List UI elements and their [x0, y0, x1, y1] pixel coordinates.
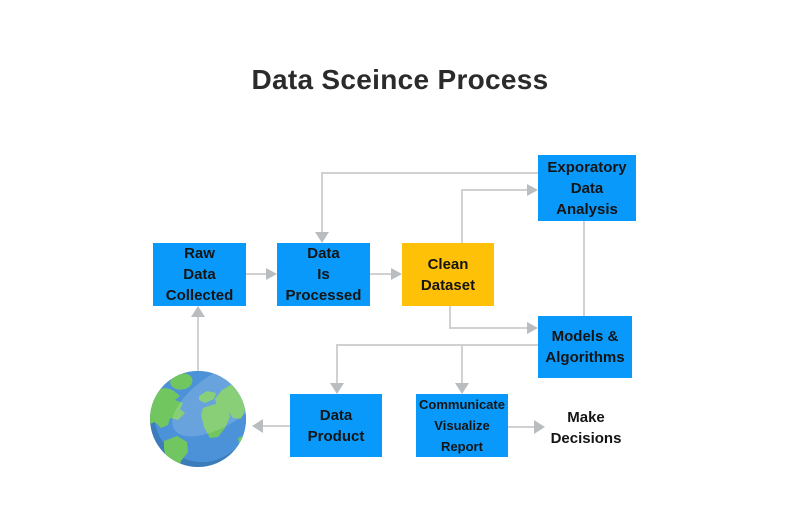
continent-greenland	[170, 373, 193, 390]
node-label: Exporatory Data Analysis	[547, 158, 627, 218]
edge-communicate-to-decisions	[508, 420, 545, 434]
node-models-algorithms: Models & Algorithms	[538, 316, 632, 378]
node-communicate-visualize-report: Communicate Visualize Report	[416, 394, 508, 457]
continent-north-america	[150, 388, 185, 428]
node-raw-data-collected: Raw Data Collected	[153, 243, 246, 306]
node-label: Data Product	[307, 406, 365, 445]
edge-clean-to-models	[449, 306, 538, 334]
edge-processed-to-clean	[370, 268, 402, 280]
node-clean-dataset: Clean Dataset	[402, 243, 494, 306]
node-data-product: Data Product	[290, 394, 382, 457]
earth-globe-icon	[150, 371, 246, 467]
label-make-decisions: Make Decisions	[550, 409, 622, 447]
edge-clean-to-eda	[461, 184, 538, 243]
node-label: Raw Data Collected	[165, 245, 234, 304]
node-label: Communicate Visualize Report	[419, 397, 505, 454]
node-label: Models & Algorithms	[545, 328, 625, 366]
continent-europe	[199, 391, 216, 403]
node-label: Data Is Processed	[285, 245, 362, 304]
continent-south-america	[164, 436, 188, 467]
node-exploratory-data-analysis: Exporatory Data Analysis	[538, 155, 636, 221]
diagram-title: Data Sceince Process	[251, 64, 549, 95]
edge-models-to-product-and-communicate	[330, 344, 538, 394]
edge-raw-to-processed	[246, 268, 277, 280]
node-data-is-processed: Data Is Processed	[277, 243, 370, 306]
node-label: Clean Dataset	[420, 255, 476, 294]
edge-globe-to-raw	[191, 306, 205, 371]
edge-product-to-globe	[252, 419, 290, 433]
edge-eda-to-processed	[315, 172, 538, 243]
continent-africa	[201, 404, 230, 438]
